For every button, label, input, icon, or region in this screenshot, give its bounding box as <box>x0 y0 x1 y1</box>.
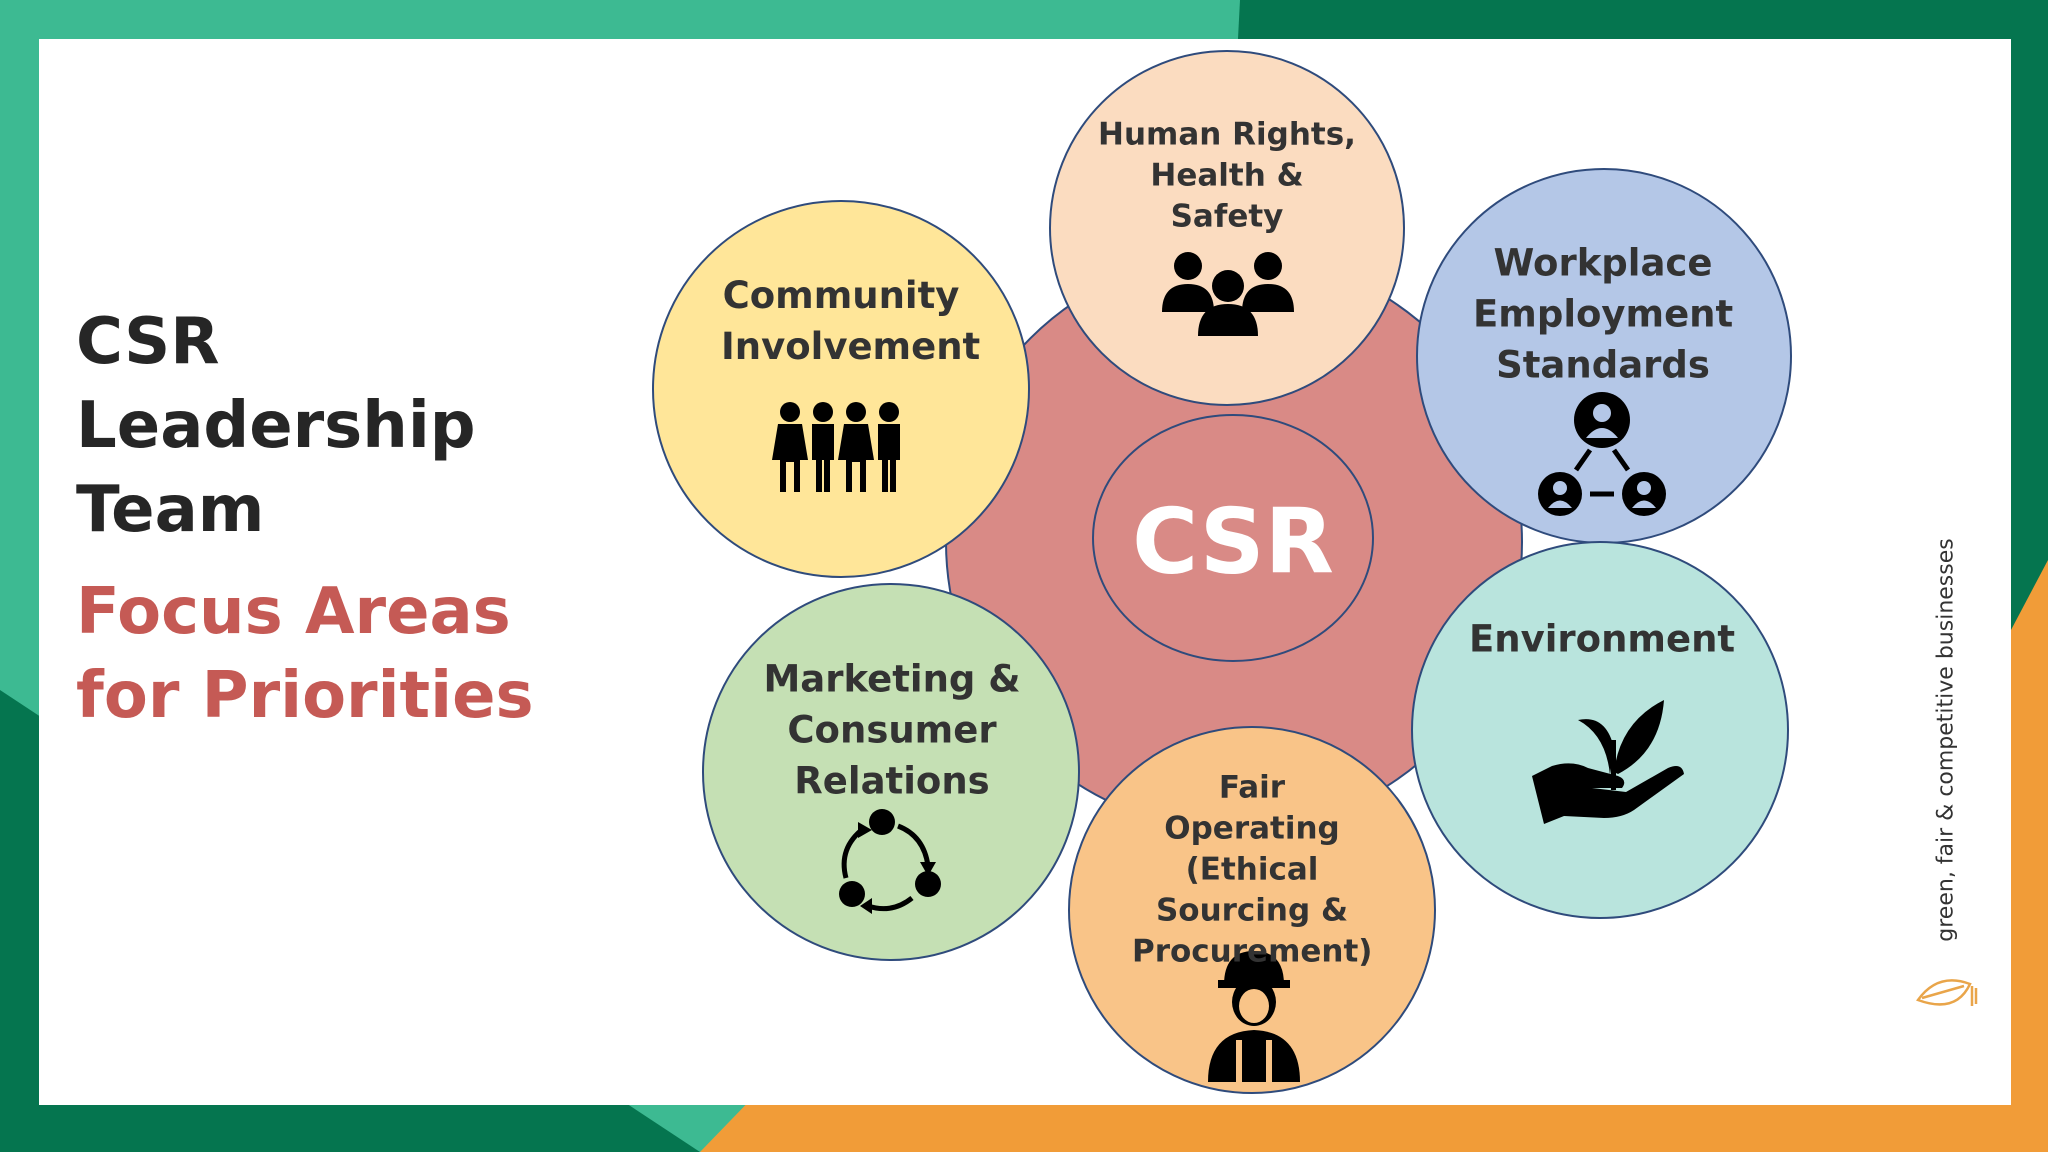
csr-center-label: CSR <box>1132 489 1334 595</box>
community-people-icon <box>772 402 900 492</box>
bubble-fair-operating <box>1068 726 1436 1094</box>
group-people-icon <box>1162 252 1294 336</box>
area-label-marketing: Marketing & Consumer Relations <box>763 657 1021 803</box>
brand-tagline: green, fair & competitive businesses <box>1933 538 1959 942</box>
csr-core <box>1092 414 1374 662</box>
leaf-bulb-logo-icon <box>1916 979 1978 1006</box>
area-label-environment: Environment <box>1469 617 1736 661</box>
area-label-workplace: Workplace Employment Standards <box>1473 241 1734 387</box>
bubble-community <box>652 200 1030 578</box>
bubble-human-rights <box>1049 50 1405 406</box>
slide-subtitle: Focus Areas for Priorities <box>76 575 534 733</box>
hand-plant-icon <box>1532 700 1684 824</box>
area-label-fair-operating: Fair Operating (Ethical Sourcing & Procu… <box>1132 769 1373 970</box>
title-block: CSR Leadership Team Focus Areas for Prio… <box>76 300 636 738</box>
worker-hardhat-icon <box>1208 951 1300 1082</box>
slide-title: CSR Leadership Team <box>76 305 476 547</box>
employee-network-icon <box>1538 392 1666 516</box>
bubble-marketing <box>702 583 1080 961</box>
area-label-community: Community Involvement <box>721 274 981 368</box>
cycle-arrows-icon <box>839 809 941 914</box>
area-label-human-rights: Human Rights, Health & Safety <box>1098 116 1356 235</box>
